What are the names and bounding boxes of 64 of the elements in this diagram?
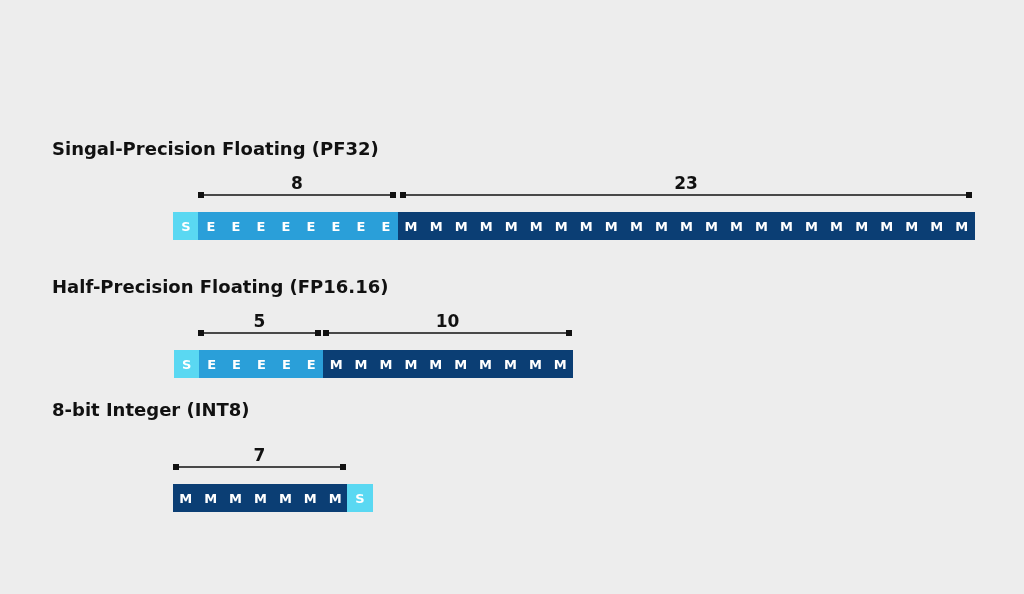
bit-cell: M [723, 212, 750, 240]
section-title: 8-bit Integer (INT8) [52, 399, 250, 420]
bit-cell: M [448, 212, 474, 240]
bit-cell: M [948, 212, 975, 240]
bit-cell: M [498, 212, 524, 240]
bit-cell: E [273, 350, 300, 378]
bit-cell: M [548, 212, 575, 240]
bit-cell: M [573, 212, 600, 240]
bit-cell: M [473, 212, 499, 240]
bit-count-label: 23 [674, 173, 698, 193]
bit-cell: M [322, 484, 348, 512]
bit-cell: M [873, 212, 900, 240]
bit-cell: M [523, 212, 550, 240]
bit-cell: M [798, 212, 825, 240]
bit-cell: M [373, 350, 399, 378]
section-title: Half-Precision Floating (FP16.16) [52, 276, 389, 297]
bit-cell: M [673, 212, 700, 240]
bit-cell: M [472, 350, 499, 378]
bit-cell: S [347, 484, 373, 512]
bit-cell: E [248, 212, 274, 240]
bit-cell: E [298, 212, 324, 240]
bit-count-label: 7 [253, 445, 266, 465]
bit-cell: E [373, 212, 399, 240]
bit-cell: E [248, 350, 275, 378]
bit-cell: M [497, 350, 524, 378]
bit-cell: M [598, 212, 625, 240]
bit-cell: M [447, 350, 474, 378]
bit-cell: E [223, 350, 250, 378]
bit-cell: M [522, 350, 549, 378]
section-title: Singal-Precision Floating (PF32) [52, 138, 379, 159]
bit-cell: M [247, 484, 274, 512]
bit-cell: M [923, 212, 950, 240]
bit-cell: E [273, 212, 299, 240]
bit-cell: E [323, 212, 349, 240]
bit-cell: M [348, 350, 374, 378]
bit-cell: M [272, 484, 299, 512]
bit-cell: M [648, 212, 675, 240]
bit-cell: S [173, 212, 199, 240]
bit-cell: M [823, 212, 850, 240]
bit-cell: M [423, 212, 449, 240]
bit-cell: M [398, 350, 424, 378]
bit-cell: M [848, 212, 875, 240]
bit-cell: M [297, 484, 323, 512]
bit-cell: M [197, 484, 224, 512]
bit-cell: M [773, 212, 800, 240]
bit-cell: M [547, 350, 573, 378]
bit-cell: M [898, 212, 925, 240]
bit-count-label: 8 [291, 173, 303, 193]
bit-cell: M [623, 212, 650, 240]
bit-cell: E [348, 212, 374, 240]
bit-cell: M [423, 350, 449, 378]
bit-cell: S [174, 350, 200, 378]
bit-cell: E [198, 212, 224, 240]
bit-cell: M [398, 212, 424, 240]
bit-cell: M [222, 484, 249, 512]
bit-cell: M [698, 212, 725, 240]
bit-cell: E [223, 212, 249, 240]
bit-cell: M [323, 350, 349, 378]
bit-cell: E [198, 350, 225, 378]
bit-count-label: 10 [435, 311, 460, 331]
bit-count-label: 5 [253, 311, 266, 331]
bit-cell: E [298, 350, 324, 378]
bit-cell: M [748, 212, 775, 240]
bit-cell: M [173, 484, 199, 512]
